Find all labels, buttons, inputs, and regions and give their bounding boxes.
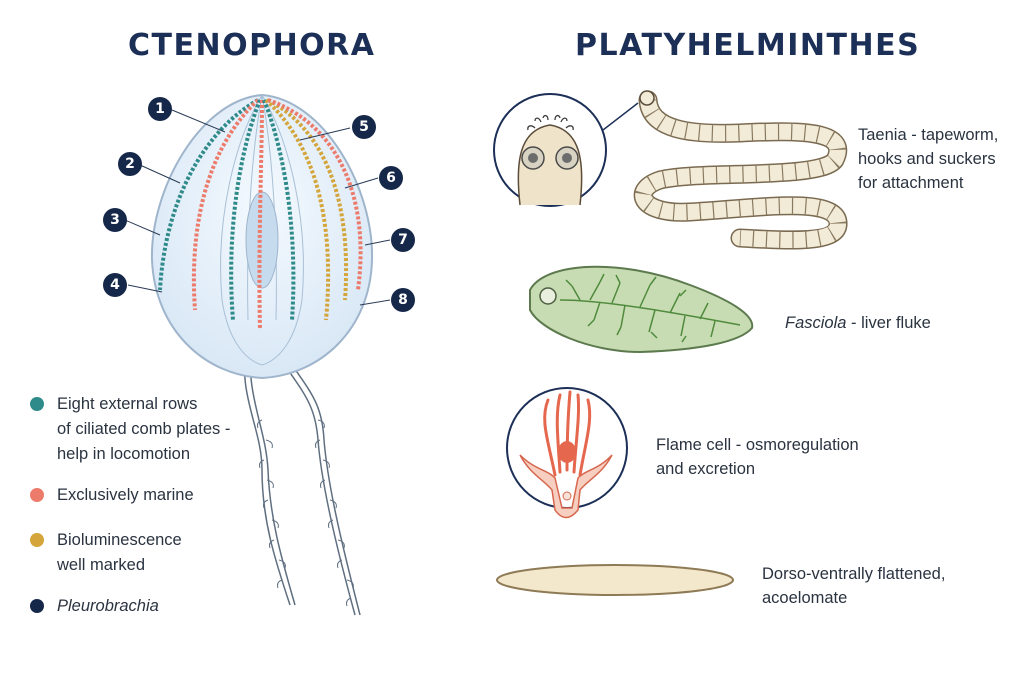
flame-cell-description: Flame cell - osmoregulation and excretio… [656, 433, 859, 481]
pleurobrachia-body [124, 93, 391, 616]
marker-8: 8 [391, 288, 415, 312]
marker-5: 5 [352, 115, 376, 139]
legend-line: Exclusively marine [57, 486, 194, 504]
flame-cell-line2: and excretion [656, 460, 756, 478]
legend-line: well marked [57, 556, 146, 574]
legend-line: Pleurobrachia [57, 597, 159, 615]
gold-dot [30, 533, 44, 547]
flame-cell-illustration [506, 387, 628, 519]
ctenophora-title: CTENOPHORA [128, 28, 376, 63]
flattened-body-illustration [496, 564, 734, 596]
fasciola-rest: - liver fluke [846, 314, 931, 332]
marker-1: 1 [148, 97, 172, 121]
tentacle-branches [257, 419, 354, 607]
marker-3: 3 [103, 208, 127, 232]
taenia-name: Taenia [858, 126, 907, 144]
taenia-description: Taenia - tapeworm, hooks and suckers for… [858, 123, 998, 195]
coral-dot [30, 488, 44, 502]
legend-line: help in locomotion [57, 445, 190, 463]
legend-line: Eight external rows [57, 395, 198, 413]
teal-dot [30, 397, 44, 411]
taenia-illustration [493, 90, 848, 250]
body-line1: Dorso-ventrally flattened, [762, 565, 946, 583]
legend-line: of ciliated comb plates - [57, 420, 231, 438]
taenia-rest: - tapeworm, [906, 126, 999, 144]
fasciola-name: Fasciola [785, 314, 847, 332]
marker-4: 4 [103, 273, 127, 297]
fasciola-description: Fasciola - liver fluke [785, 311, 931, 335]
navy-dot [30, 599, 44, 613]
marker-7: 7 [391, 228, 415, 252]
platyhelminthes-title: PLATYHELMINTHES [575, 28, 921, 63]
taenia-line2: hooks and suckers [858, 150, 996, 168]
marker-6: 6 [379, 166, 403, 190]
flame-cell-rest: - osmoregulation [731, 436, 859, 454]
body-line2: acoelomate [762, 589, 848, 607]
body-description: Dorso-ventrally flattened, acoelomate [762, 562, 945, 610]
flame-cell-name: Flame cell [656, 436, 732, 454]
marker-2: 2 [118, 152, 142, 176]
fasciola-illustration [529, 265, 754, 354]
taenia-line3: for attachment [858, 174, 964, 192]
legend-line: Bioluminescence [57, 531, 182, 549]
